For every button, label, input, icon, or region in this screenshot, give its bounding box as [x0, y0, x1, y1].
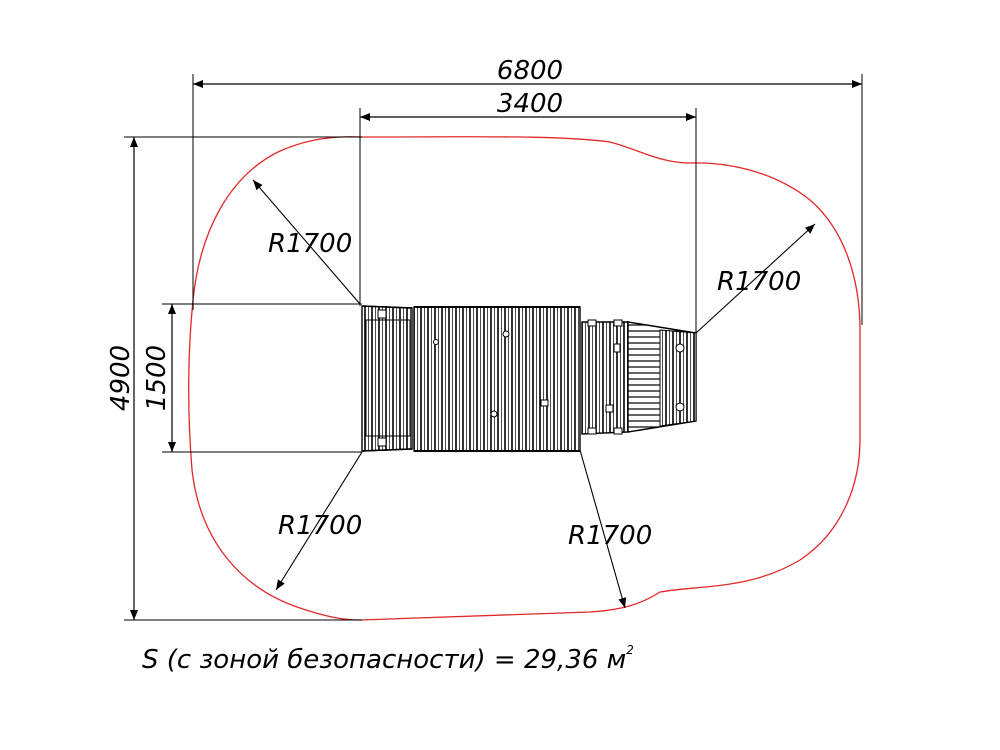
radius-leader-bottom-right [579, 449, 627, 609]
area-superscript: 2 [626, 643, 634, 657]
radius-label-bottom-left: R1700 [278, 511, 362, 541]
radius-leader-bottom-left [275, 451, 363, 591]
dim-text-overall-width: 6800 [497, 56, 563, 86]
tunnel-equipment [361, 305, 697, 452]
dim-text-equipment-height: 1500 [142, 345, 172, 411]
radius-label-top-left: R1700 [268, 229, 352, 259]
radius-leader-top-right [695, 223, 816, 334]
extension-lines [124, 74, 863, 621]
dim-text-equipment-width: 3400 [497, 89, 563, 119]
area-caption: S (с зоной безопасности) = 29,36 м2 [142, 643, 634, 675]
dim-text-overall-height: 4900 [106, 345, 136, 411]
radius-leader-top-left [252, 179, 361, 305]
area-label: S (с зоной безопасности) = 29,36 м [142, 645, 627, 675]
radius-label-top-right: R1700 [717, 267, 801, 297]
radius-label-bottom-right: R1700 [568, 521, 652, 551]
